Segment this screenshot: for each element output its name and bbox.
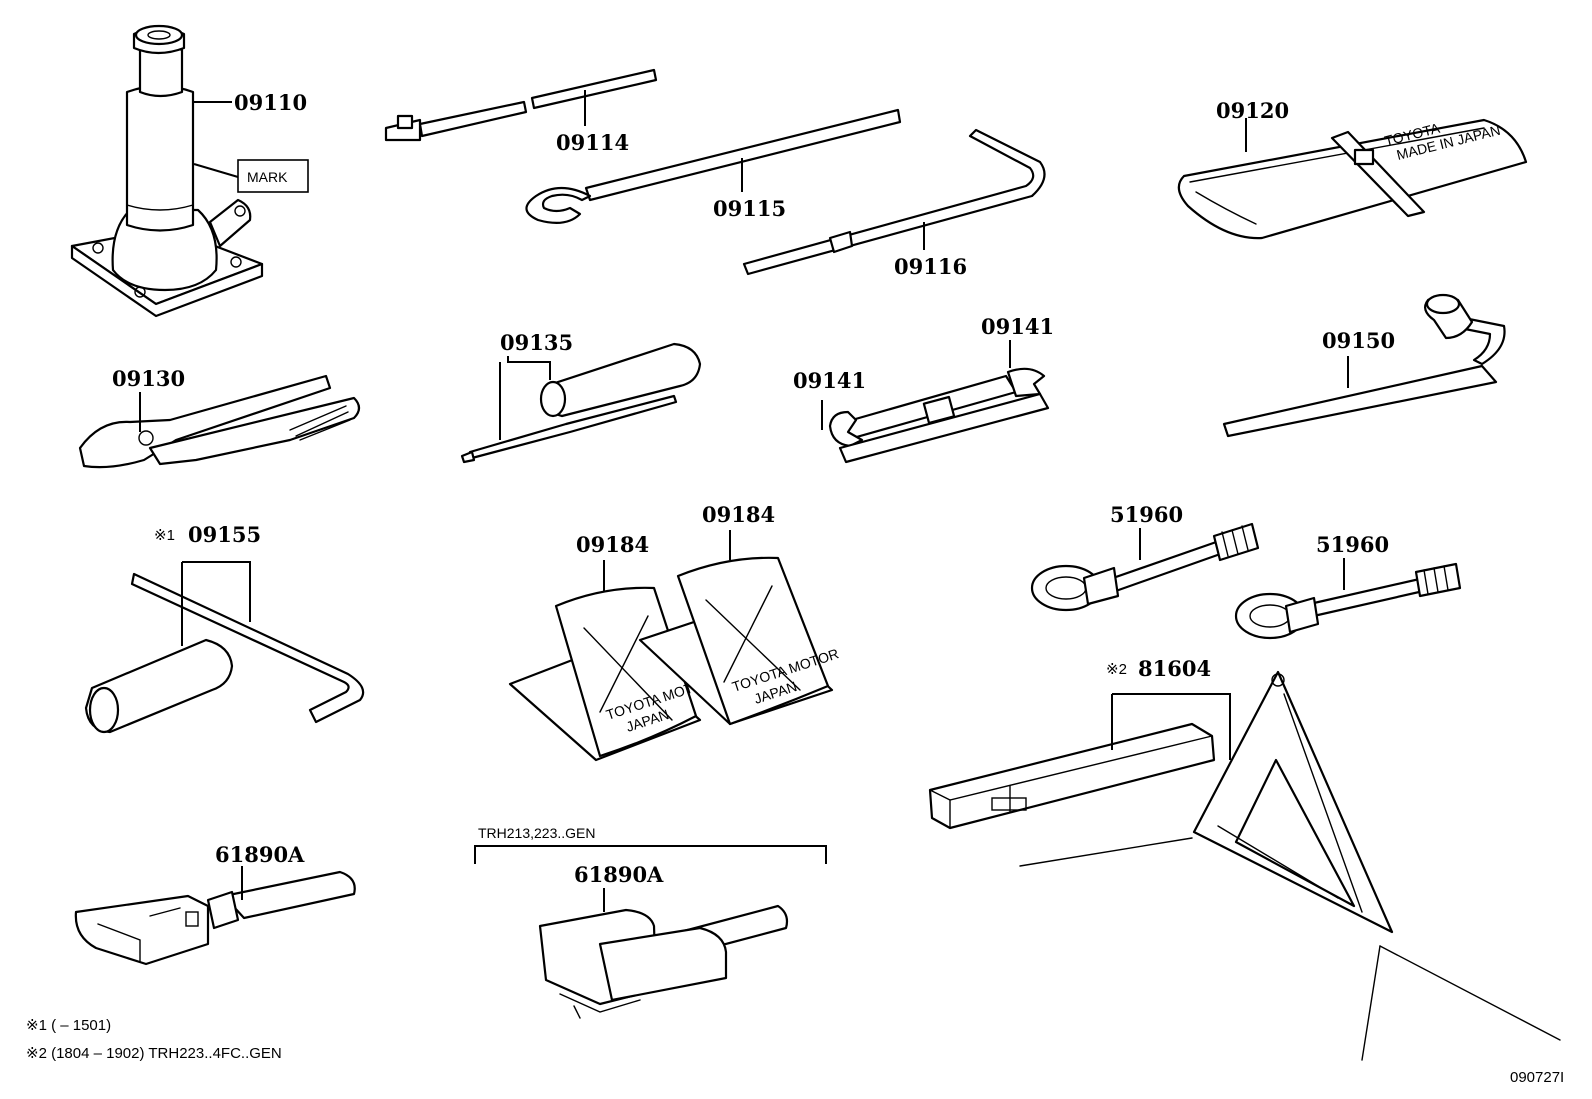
screwdriver-illustration [460, 342, 702, 464]
part-number-chock-right: 09184 [702, 502, 775, 527]
part-number-lug-adapter-right: 61890A [574, 862, 664, 887]
part-number-lug-adapter-left: 61890A [215, 842, 305, 867]
part-number-jack: 09110 [234, 90, 307, 115]
lug-wrench-illustration [1222, 293, 1506, 438]
socket-wrench-illustration [84, 572, 365, 734]
extension-bar-illustration [384, 68, 658, 142]
jack-mark-label: MARK [247, 169, 288, 185]
part-number-extension-bar: 09114 [556, 130, 629, 155]
footnote-1: ※1 ( – 1501) [26, 1017, 111, 1034]
part-number-warning-triangle: 81604 [1138, 656, 1211, 681]
part-number-screwdriver: 09135 [500, 330, 573, 355]
part-number-socket-wrench: 09155 [188, 522, 261, 547]
jack-illustration [70, 24, 264, 318]
variant-group-label: TRH213,223..GEN [478, 825, 596, 841]
open-end-wrench-illustration [828, 367, 1050, 464]
warning-triangle-case-illustration [928, 722, 1216, 830]
lug-adapter-right-illustration [538, 904, 789, 1019]
handle-rod-illustration [742, 128, 1046, 276]
warning-triangle-footnote-marker: ※2 [1106, 661, 1127, 678]
part-number-handle-rod: 09116 [894, 254, 967, 279]
part-number-jack-handle: 09115 [713, 196, 786, 221]
towing-eye-lower-illustration [1234, 562, 1462, 640]
part-number-chock-left: 09184 [576, 532, 649, 557]
socket-wrench-footnote-marker: ※1 [154, 527, 175, 544]
warning-triangle-illustration [1019, 670, 1561, 1061]
part-number-lug-wrench: 09150 [1322, 328, 1395, 353]
part-number-wrench-right: 09141 [981, 314, 1054, 339]
diagram-id: 090727I [1510, 1069, 1564, 1086]
towing-eye-upper-illustration [1030, 522, 1260, 612]
footnote-2: ※2 (1804 – 1902) TRH223..4FC..GEN [26, 1045, 282, 1062]
part-number-towing-eye-lower: 51960 [1316, 532, 1389, 557]
part-number-wrench-left: 09141 [793, 368, 866, 393]
jack-handle-illustration [525, 108, 902, 225]
wheel-chock-right-illustration: TOYOTA MOTOR JAPAN [638, 556, 841, 726]
part-number-pliers: 09130 [112, 366, 185, 391]
lug-adapter-left-illustration [74, 870, 356, 966]
part-number-towing-eye-upper: 51960 [1110, 502, 1183, 527]
part-number-tool-bag: 09120 [1216, 98, 1289, 123]
pliers-illustration [78, 374, 361, 469]
tool-bag-illustration: TOYOTA MADE IN JAPAN [1177, 118, 1528, 240]
